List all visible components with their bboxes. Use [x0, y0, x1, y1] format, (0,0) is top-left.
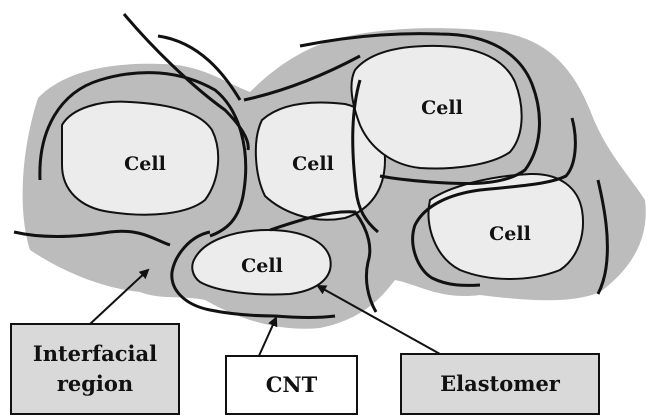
cnt-curve — [170, 230, 336, 319]
cnt-curve — [38, 71, 248, 238]
elastomer-leader-arrow — [316, 285, 441, 355]
cnt-curve — [122, 13, 250, 151]
cnt-curve — [243, 54, 361, 102]
cell-label: Cell — [489, 223, 531, 245]
legend-cnt: CNT — [225, 355, 358, 415]
cell-5 — [191, 228, 332, 296]
cnt-leader-arrow — [257, 316, 278, 359]
legend-interfacial-label: Interfacial region — [32, 341, 158, 396]
cnt-curve — [351, 79, 379, 234]
cell-label: Cell — [292, 153, 334, 175]
cell-label: Cell — [421, 97, 463, 119]
cell-label: Cell — [124, 153, 166, 175]
cell-3 — [350, 44, 523, 170]
cnt-curve — [596, 179, 609, 295]
cnt-curve — [13, 229, 171, 247]
legend-elastomer: Elastomer — [400, 353, 600, 415]
interfacial-leader-arrow — [89, 268, 150, 325]
cnt-curve — [157, 34, 242, 101]
legend-interfacial-region: Interfacial region — [10, 323, 180, 415]
legend-elastomer-label: Elastomer — [440, 371, 560, 396]
cnt-curve — [299, 32, 541, 186]
cnt-curve — [269, 210, 378, 313]
legend-cnt-label: CNT — [265, 372, 318, 397]
cnt-curve — [411, 117, 577, 287]
cell-1 — [61, 100, 220, 216]
cell-4 — [427, 172, 584, 280]
cell-label: Cell — [241, 255, 283, 277]
